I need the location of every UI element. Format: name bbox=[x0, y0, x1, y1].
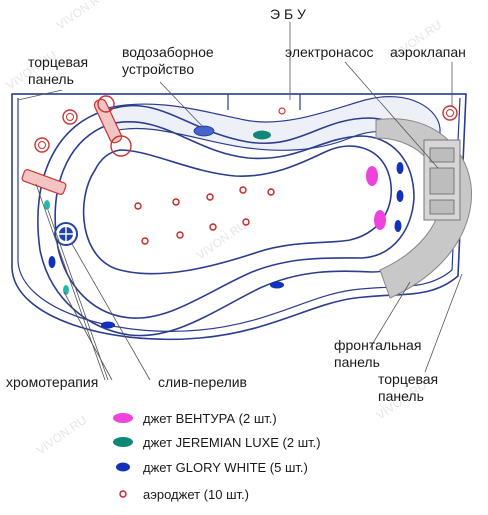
jet-glory bbox=[394, 220, 402, 232]
aerojet bbox=[242, 218, 250, 226]
label-water-intake-line2: устройство bbox=[122, 61, 194, 77]
label-front-panel-line1: фронтальная bbox=[334, 337, 421, 353]
jet-glory bbox=[396, 190, 404, 202]
label-drain-overflow: слив-перелив bbox=[158, 374, 247, 390]
aerojet bbox=[134, 202, 142, 210]
legend-text-aerojet: аэроджет (10 шт.) bbox=[143, 487, 249, 502]
legend-swatch-glory bbox=[116, 462, 130, 472]
label-front-panel-line2: панель bbox=[334, 354, 380, 370]
jet-glory bbox=[396, 162, 404, 174]
aerojet bbox=[176, 231, 184, 239]
leader-lines bbox=[17, 22, 463, 381]
end-panel-controls bbox=[34, 105, 458, 153]
jets-ventura bbox=[366, 166, 386, 230]
pump-unit bbox=[423, 139, 461, 221]
label-water-intake-line1: водозаборное bbox=[122, 44, 214, 60]
jet-jeremian bbox=[63, 285, 69, 295]
label-end-panel-top-line1: торцевая bbox=[28, 54, 88, 70]
chromotherapy-bar bbox=[21, 169, 67, 195]
bowl-outer bbox=[37, 104, 441, 337]
bowl-floor bbox=[82, 145, 392, 275]
legend-text-glory: джет GLORY WHITE (5 шт.) bbox=[143, 460, 308, 475]
jets-jeremian bbox=[44, 130, 271, 295]
aerojet bbox=[172, 198, 180, 206]
label-ecu: Э Б У bbox=[270, 6, 306, 22]
jet-glory bbox=[270, 281, 284, 289]
aerojet bbox=[267, 188, 275, 196]
legend-text-jeremian: джет JEREMIAN LUXE (2 шт.) bbox=[143, 435, 321, 450]
aerojet bbox=[141, 237, 149, 245]
legend: джет ВЕНТУРА (2 шт.) джет JEREMIAN LUXE … bbox=[113, 411, 321, 502]
jet-jeremian bbox=[253, 130, 271, 140]
legend-swatch-aerojet bbox=[119, 490, 127, 498]
bowl-inner bbox=[54, 121, 415, 319]
water-intake-grille bbox=[193, 125, 215, 137]
jet-jeremian bbox=[44, 200, 50, 210]
aerojets bbox=[134, 186, 275, 245]
water-intake-pipe bbox=[93, 95, 132, 157]
jet-glory bbox=[101, 321, 115, 329]
jet-ventura bbox=[374, 210, 386, 230]
bath-rim bbox=[99, 96, 441, 152]
label-end-panel-bottom-line2: панель bbox=[378, 388, 424, 404]
legend-swatch-jeremian bbox=[113, 437, 133, 447]
jet-glory bbox=[48, 256, 56, 268]
watermark: VIVON.RU bbox=[54, 0, 110, 32]
watermark: VIVON.RU bbox=[194, 218, 250, 263]
label-end-panel-bottom-line1: торцевая bbox=[378, 371, 438, 387]
jet-ventura bbox=[366, 166, 378, 186]
label-pump: электронасос bbox=[285, 44, 374, 60]
jets-glory bbox=[48, 162, 404, 329]
label-end-panel-top-line2: панель bbox=[28, 71, 74, 87]
aerojet bbox=[209, 223, 217, 231]
legend-text-ventura: джет ВЕНТУРА (2 шт.) bbox=[143, 411, 277, 426]
aerojet bbox=[206, 193, 214, 201]
legend-swatch-ventura bbox=[113, 413, 133, 423]
aerojet bbox=[239, 186, 247, 194]
watermark: VIVON.RU bbox=[34, 413, 90, 458]
label-air-valve: аэроклапан bbox=[390, 44, 466, 60]
label-chromotherapy: хромотерапия bbox=[6, 374, 98, 390]
drain-overflow-icon bbox=[54, 222, 78, 246]
